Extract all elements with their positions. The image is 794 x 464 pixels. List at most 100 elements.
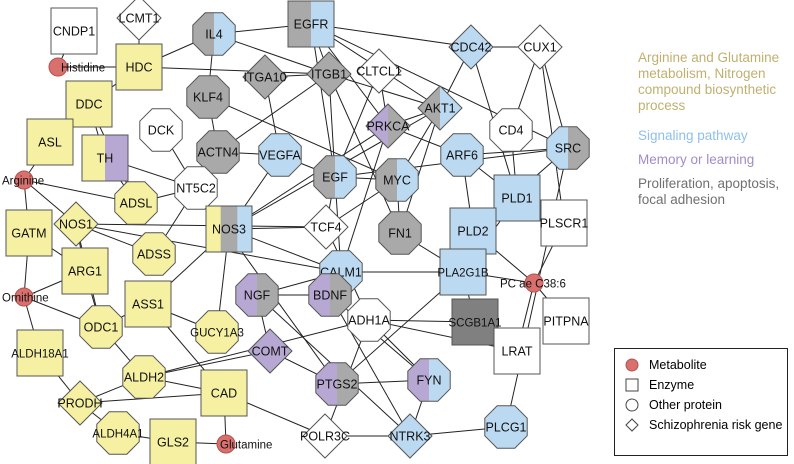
node-outline (79, 305, 123, 349)
node-fill-blue (237, 206, 252, 252)
node-fill-gray (378, 211, 422, 255)
node-label: SCGB1A1 (448, 318, 501, 330)
node-outline (315, 362, 359, 406)
node-asl: ASL (26, 118, 74, 166)
node-outline (149, 418, 197, 464)
node-label: ASS1 (132, 298, 164, 312)
node-label: NGF (244, 289, 271, 303)
node-label: PTGS2 (317, 378, 358, 392)
node-label: NOS1 (59, 218, 93, 232)
node-label: DCK (148, 124, 175, 138)
node-pld2: PLD2 (449, 207, 497, 255)
node-label: Ornithine (2, 293, 49, 305)
legend-label: Other protein (649, 398, 722, 412)
node-fill-blue (546, 126, 569, 170)
node-fill-blue (258, 133, 302, 177)
node-outline (16, 329, 64, 377)
node-fill-white (347, 298, 391, 342)
node-fill-blue (440, 133, 484, 177)
legend-label: Metabolite (649, 358, 707, 372)
edge-nos1-tcf4 (75, 223, 327, 228)
node-outline (448, 24, 494, 70)
node-ptgs2: PTGS2 (315, 362, 359, 406)
node-outline (50, 7, 98, 55)
node-outline (65, 80, 113, 128)
node-outline (440, 133, 484, 177)
node-label: ALDH2 (124, 371, 164, 385)
node-fill-white (51, 8, 97, 54)
node-label: FYN (417, 374, 442, 388)
node-outline (242, 54, 288, 100)
node-label: VEGFA (259, 149, 301, 163)
node-label: SRC (555, 142, 581, 156)
node-outline (122, 355, 166, 399)
node-label: PRODH (57, 397, 102, 411)
node-fill-blue (397, 158, 419, 202)
node-fill-yellow (27, 119, 73, 165)
node-ngf: NGF (235, 273, 279, 317)
node-fill-blue (484, 405, 528, 449)
node-label: HDC (125, 61, 152, 75)
node-fill-yellow (116, 44, 162, 90)
diamond-icon (625, 418, 639, 432)
node-odc1: ODC1 (79, 305, 123, 349)
node-outline (493, 174, 541, 222)
node-label: ITGB1 (311, 68, 347, 82)
node-outline (57, 380, 103, 426)
legend-row-risk-gene: Schizophrenia risk gene (625, 416, 782, 434)
node-outline (205, 205, 253, 253)
node-itgb1: ITGB1 (306, 51, 352, 97)
node-outline (258, 133, 302, 177)
node-ass1: ASS1 (124, 280, 172, 328)
node-pc-ae-c38-6: PC ae C38:6 (500, 273, 566, 293)
node-egfr: EGFR (287, 0, 335, 48)
node-outline (484, 405, 528, 449)
node-fn1: FN1 (378, 211, 422, 255)
node-outline (235, 273, 279, 317)
node-label: GUCY1A3 (190, 328, 244, 340)
node-hdc: HDC (115, 43, 163, 91)
node-fill-purple (308, 273, 331, 317)
node-prkca: PRKCA (365, 103, 411, 149)
node-label: Glutamine (220, 440, 272, 452)
node-outline (313, 155, 357, 199)
node-fill-gray (568, 126, 590, 170)
node-lrat: LRAT (493, 327, 541, 375)
node-outline (540, 199, 588, 247)
node-prodh: PRODH (57, 380, 103, 426)
metabolite-marker (524, 273, 544, 293)
circle-icon (625, 398, 639, 412)
category-signaling: Signaling pathway (638, 128, 748, 143)
node-outline (308, 273, 352, 317)
node-plscr1: PLSCR1 (540, 199, 588, 247)
node-outline (196, 130, 240, 174)
node-label: AKT1 (424, 102, 455, 116)
node-label: ITGA10 (243, 71, 286, 85)
edge-bdnf-ntrk3 (329, 294, 411, 437)
node-label: ASL (38, 136, 62, 150)
node-label: PLCG1 (486, 421, 527, 435)
node-fill-white (489, 108, 533, 152)
node-label: TH (97, 152, 114, 166)
node-label: POLR3C (300, 430, 350, 444)
node-fill-yellow (201, 370, 247, 416)
node-label: TCF4 (310, 221, 341, 235)
node-outline (114, 181, 158, 225)
node-label: ALDH4A1 (92, 429, 143, 441)
node-fill-yellow (6, 210, 52, 256)
node-fill-white (494, 328, 540, 374)
node-label: EGFR (294, 18, 329, 32)
node-fill-yellow (79, 305, 123, 349)
node-fill-purple (235, 273, 258, 317)
node-fill-gray (192, 12, 215, 56)
node-comt: COMT (247, 328, 293, 374)
node-outline (489, 108, 533, 152)
node-outline (439, 248, 487, 296)
node-fill-blue (494, 175, 540, 221)
node-pla2g1b: PLA2G1B (437, 248, 489, 296)
node-ddc: DDC (65, 80, 113, 128)
node-outline (287, 0, 335, 48)
node-label: PLA2G1B (437, 268, 488, 280)
